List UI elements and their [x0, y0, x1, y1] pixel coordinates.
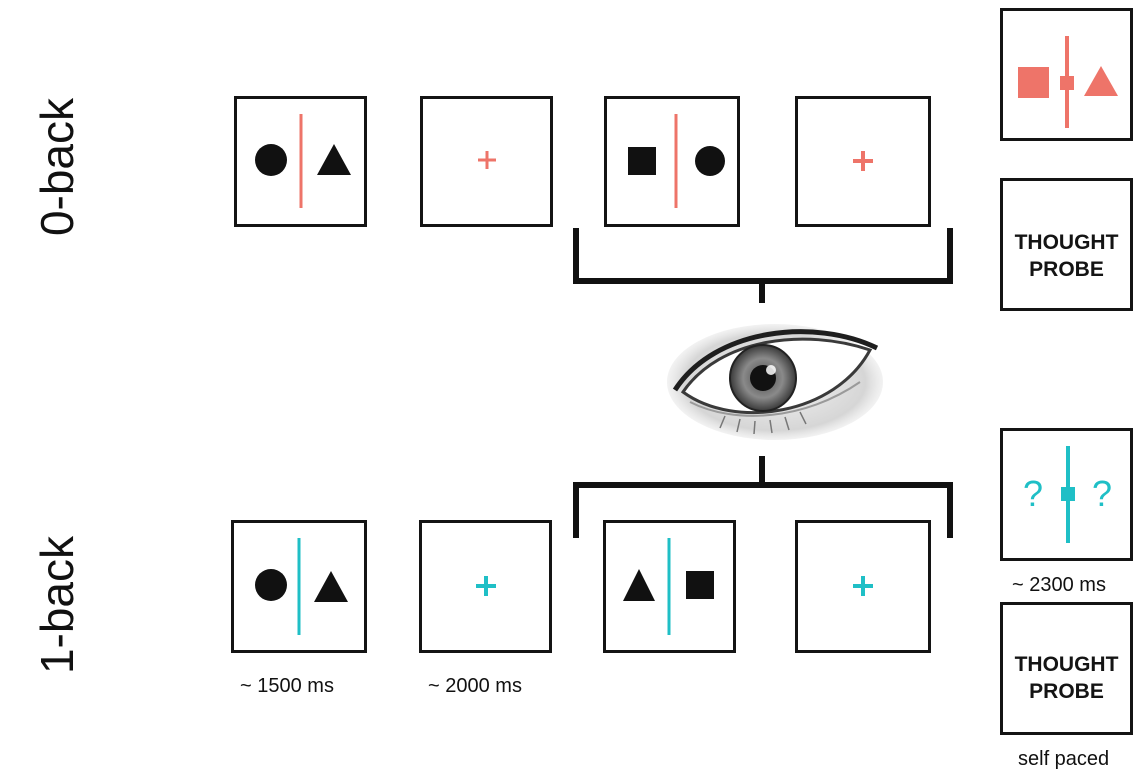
zero-back-response-probe: [1000, 8, 1133, 141]
slider-marker: [1061, 487, 1075, 501]
slider-marker: [1060, 76, 1074, 90]
zero-back-stimulus-2: [604, 96, 740, 227]
fixation-cross-icon: [478, 151, 496, 169]
row-label-0-back: 0-back: [31, 97, 83, 237]
zero-back-fixation-1: [420, 96, 553, 227]
circle-shape: [695, 146, 725, 176]
one-back-stimulus-1: [231, 520, 367, 653]
circle-shape: [255, 144, 287, 176]
thought-probe-line1: THOUGHT: [1014, 653, 1119, 676]
square-shape: [686, 571, 714, 599]
zero-back-stimulus-1: [234, 96, 367, 227]
triangle-shape: [314, 571, 348, 602]
triangle-shape: [1084, 66, 1118, 96]
eye-icon: [667, 324, 883, 440]
zero-back-thought-probe: THOUGHT PROBE: [1000, 178, 1133, 311]
row-label-1-back: 1-back: [31, 535, 83, 675]
thought-probe-line2: PROBE: [1029, 258, 1104, 281]
fixation-cross-icon: [853, 151, 873, 171]
fixation-cross-icon: [853, 576, 873, 596]
one-back-fixation-1: [419, 520, 552, 653]
triangle-shape: [623, 569, 655, 601]
fixation-duration: ~ 2000 ms: [428, 675, 522, 697]
one-back-stimulus-2: [603, 520, 736, 653]
question-mark-left: ?: [1023, 473, 1043, 514]
response-duration: ~ 2300 ms: [1012, 574, 1106, 596]
stimulus-duration: ~ 1500 ms: [240, 675, 334, 697]
question-mark-right: ?: [1092, 473, 1112, 514]
triangle-shape: [317, 144, 351, 175]
square-shape: [1018, 67, 1049, 98]
one-back-response-probe: ? ?: [1000, 428, 1133, 561]
fixation-cross-icon: [476, 576, 496, 596]
thought-probe-line1: THOUGHT: [1014, 231, 1119, 254]
zero-back-fixation-2: [795, 96, 931, 227]
circle-shape: [255, 569, 287, 601]
one-back-fixation-2: [795, 520, 931, 653]
square-shape: [628, 147, 656, 175]
one-back-thought-probe: THOUGHT PROBE: [1000, 602, 1133, 735]
thought-probe-line2: PROBE: [1029, 680, 1104, 703]
thought-probe-duration: self paced: [1018, 748, 1110, 770]
